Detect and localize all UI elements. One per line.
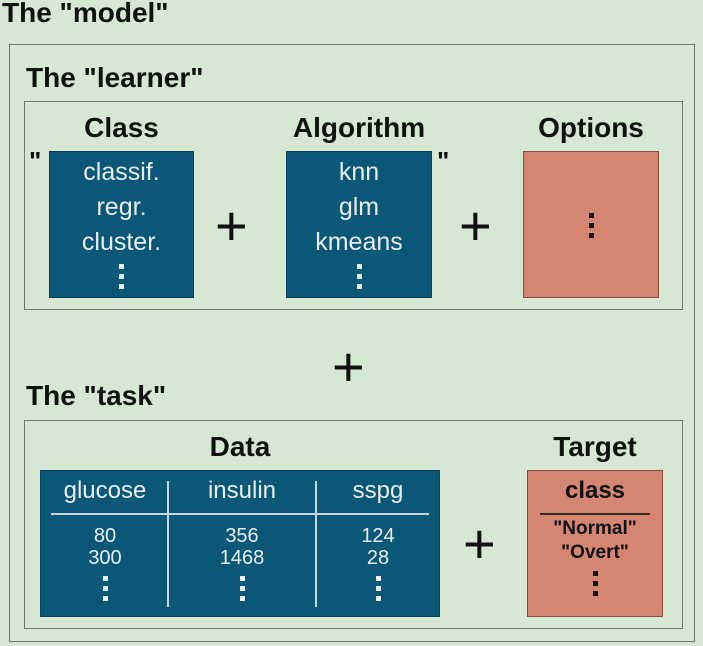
model-frame [9,44,695,642]
target-value: "Normal" [553,518,637,539]
ellipsis-icon [317,576,439,601]
task-frame [24,420,683,629]
class-heading: Class [84,112,159,143]
ellipsis-icon [169,576,315,601]
learner-frame [24,101,683,310]
plus-icon: + [459,194,492,257]
header-divider [51,513,429,515]
data-column-glucose: glucose 80 300 [41,477,169,601]
algorithm-item: knn [338,158,380,186]
ellipsis-icon [528,571,662,596]
class-item: regr. [96,193,147,221]
algorithm-item: glm [338,193,380,221]
options-box [523,151,659,298]
target-box: class "Normal" "Overt" [527,470,663,617]
table-cell: 1468 [219,547,265,569]
column-divider [315,481,317,607]
target-column-header: class [564,477,626,504]
algorithm-box: knn glm kmeans [286,151,432,298]
ellipsis-icon [524,213,658,238]
target-heading: Target [553,431,637,462]
ellipsis-icon [50,264,193,289]
column-divider [167,481,169,607]
table-cell: 80 [93,525,117,547]
data-heading: Data [209,431,271,462]
options-heading: Options [538,112,644,143]
learner-title: The "learner" [26,62,204,93]
data-column-sspg: sspg 124 28 [317,477,439,601]
algorithm-heading: Algorithm [292,112,426,143]
ellipsis-icon [287,264,431,289]
data-table: glucose 80 300 insulin 356 1468 sspg 124… [40,470,440,617]
column-header: glucose [63,477,147,504]
column-header: sspg [352,477,404,504]
open-quote: " [29,146,42,176]
plus-icon: + [463,512,496,575]
close-quote: " [437,146,450,176]
table-cell: 124 [361,525,395,547]
data-column-insulin: insulin 356 1468 [169,477,315,601]
target-value: "Overt" [561,542,629,563]
column-header: insulin [207,477,277,504]
table-cell: 356 [225,525,259,547]
class-item: cluster. [81,228,162,256]
table-cell: 300 [88,547,122,569]
algorithm-item: kmeans [315,228,403,256]
ellipsis-icon [41,576,169,601]
task-title: The "task" [26,380,167,411]
plus-icon: + [215,194,248,257]
class-item: classif. [83,158,160,186]
plus-icon: + [332,335,365,398]
header-divider [540,513,650,515]
class-box: classif. regr. cluster. [49,151,194,298]
model-title: The "model" [2,0,169,28]
table-cell: 28 [366,547,390,569]
